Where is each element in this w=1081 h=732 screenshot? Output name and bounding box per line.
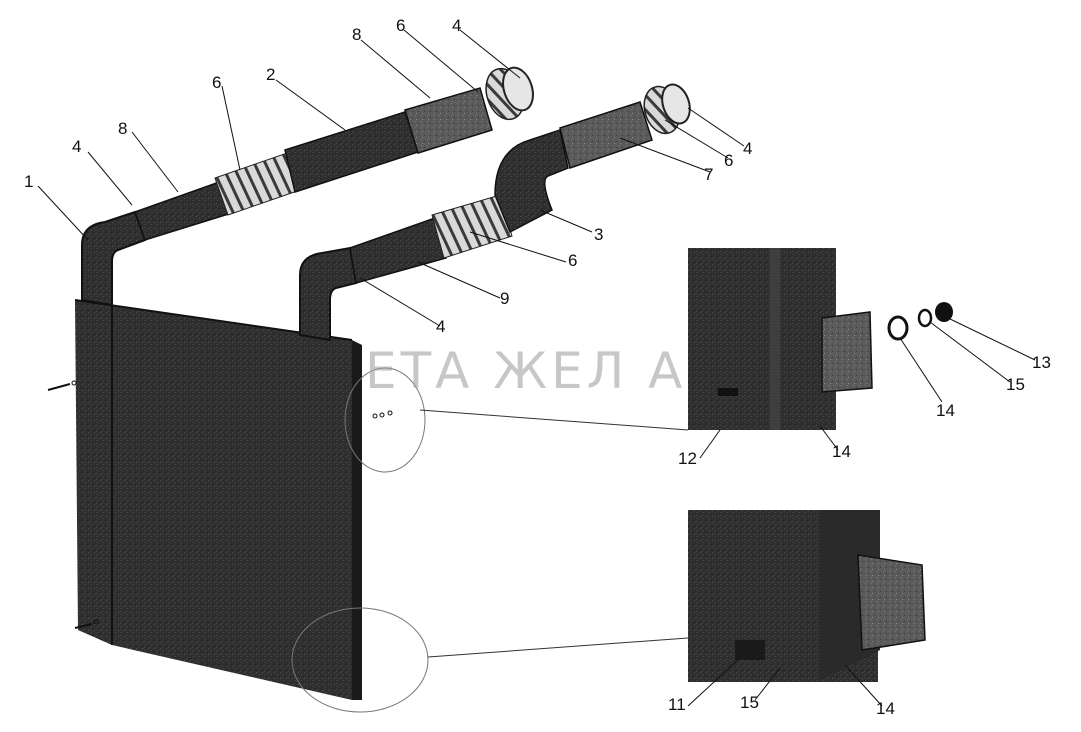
callout-6-top: 6 bbox=[396, 16, 405, 35]
callout-11: 11 bbox=[668, 695, 686, 714]
callout-6-lower: 6 bbox=[568, 251, 577, 270]
callout-15-lower: 15 bbox=[740, 693, 759, 712]
callout-2: 2 bbox=[266, 65, 275, 84]
detail-view-upper bbox=[688, 248, 873, 430]
left-mount-bolts bbox=[47, 380, 99, 629]
callout-14-lower: 14 bbox=[876, 699, 895, 718]
callout-1: 1 bbox=[24, 172, 33, 191]
detail-callout-circles bbox=[291, 367, 689, 713]
radiator-core bbox=[74, 299, 362, 700]
upper-hose-assembly bbox=[134, 66, 534, 241]
callout-9: 9 bbox=[500, 289, 509, 308]
callout-8-top: 8 bbox=[352, 25, 361, 44]
callout-4-lower: 4 bbox=[436, 317, 445, 336]
callout-8-left: 8 bbox=[118, 119, 127, 138]
callout-7: 7 bbox=[704, 165, 713, 184]
callout-4-top: 4 bbox=[452, 16, 461, 35]
left-inlet-pipe bbox=[81, 210, 147, 307]
right-outlet-pipe bbox=[299, 246, 358, 342]
callout-4-right: 4 bbox=[743, 139, 752, 158]
callout-13: 13 bbox=[1032, 353, 1051, 372]
callout-3: 3 bbox=[594, 225, 603, 244]
callout-leader-lines bbox=[37, 29, 1036, 707]
watermark-text: ЕТА ЖЕЛ А bbox=[365, 342, 686, 400]
fastener-hardware bbox=[887, 302, 953, 341]
callout-6-right: 6 bbox=[724, 151, 733, 170]
callout-labels: 1 4 8 6 2 8 6 4 4 6 7 3 6 9 4 13 15 14 1… bbox=[24, 16, 1051, 718]
callout-6-upper-left: 6 bbox=[212, 73, 221, 92]
lower-hose-assembly bbox=[349, 83, 691, 284]
callout-14-upper: 14 bbox=[832, 442, 851, 461]
callout-14-washer: 14 bbox=[936, 401, 955, 420]
callout-4-left: 4 bbox=[72, 137, 81, 156]
callout-15-upper: 15 bbox=[1006, 375, 1025, 394]
callout-12: 12 bbox=[678, 449, 697, 468]
detail-view-lower bbox=[688, 510, 926, 682]
